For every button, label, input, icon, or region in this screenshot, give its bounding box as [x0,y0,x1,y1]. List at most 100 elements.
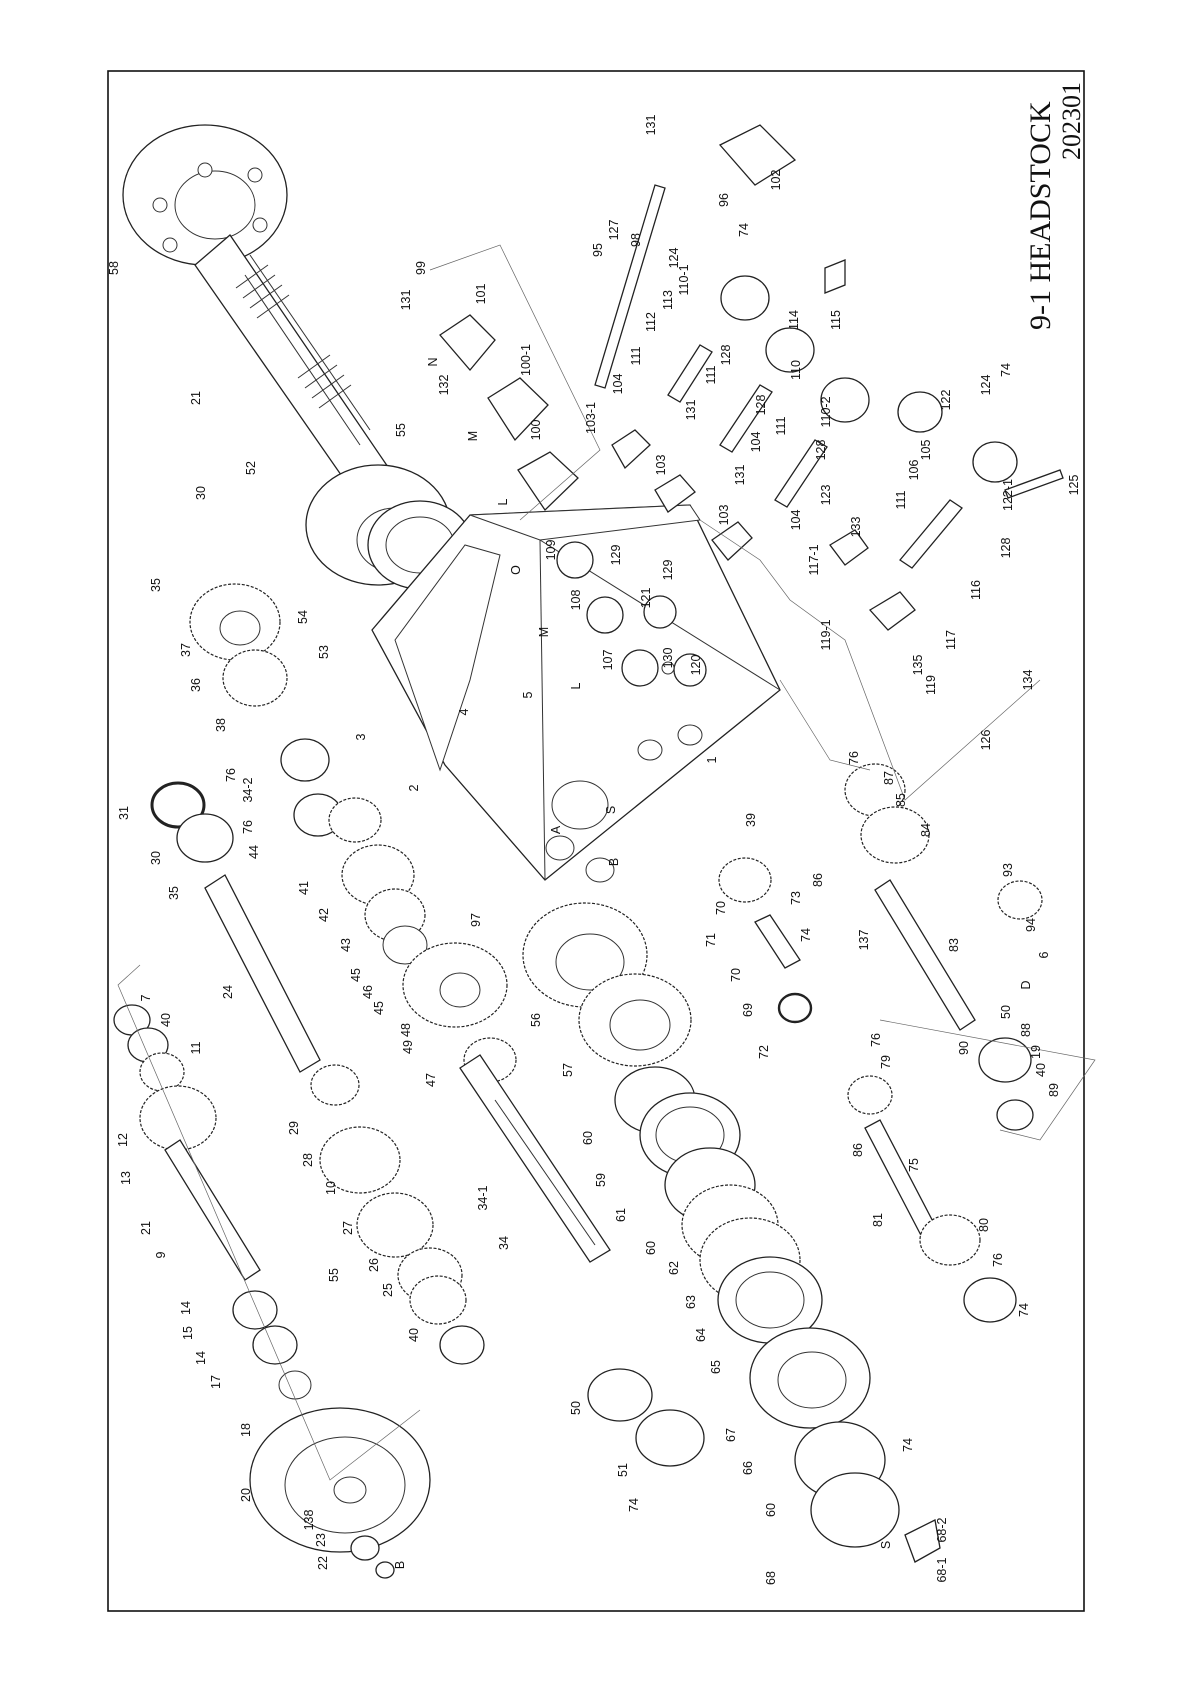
shaft-24 [204,874,321,1073]
drawing-frame [107,70,1085,1612]
part-callout: 124 [667,248,681,269]
part-callout: 15 [181,1326,195,1340]
selector-dial-121 [643,595,677,629]
drawing-title: 9-1 HEADSTOCK [1024,101,1057,330]
part-callout: 34 [497,1236,511,1250]
spindle-shaft [194,234,391,496]
part-callout: 74 [627,1498,641,1512]
part-callout: 137 [857,930,871,951]
part-callout: 51 [616,1463,630,1477]
part-callout: 104 [789,510,803,531]
part-callout: 104 [611,374,625,395]
part-callout: 39 [744,813,758,827]
part-callout: 24 [221,985,235,999]
part-callout: 98 [629,233,643,247]
part-callout: 67 [724,1428,738,1442]
arm-103 [654,474,696,513]
part-callout: 100-1 [519,344,533,376]
gear-84 [860,806,930,864]
part-callout: 14 [194,1351,208,1365]
part-callout: 60 [764,1503,778,1517]
input-shaft [150,781,360,1106]
part-callout: 21 [139,1221,153,1235]
part-callout: 83 [947,938,961,952]
bearing-14 [232,1290,278,1330]
cover-51 [635,1409,705,1467]
shaft-9 [164,1139,261,1281]
part-callout: 3 [354,733,368,740]
gear-41 [328,797,382,843]
part-callout: 76 [847,751,861,765]
part-callout: 12 [116,1133,130,1147]
part-callout: 62 [667,1261,681,1275]
part-callout: 43 [339,938,353,952]
part-callout: 84 [919,823,933,837]
part-callout: 108 [569,590,583,611]
part-callout: 37 [179,643,193,657]
selector-dial-107 [621,649,659,687]
shaft-104 [667,344,713,403]
part-callout: 117 [944,630,958,650]
part-callout: 23 [314,1533,328,1547]
part-callout: 96 [717,193,731,207]
part-callout: A [549,825,563,834]
spindle-thread [235,264,352,409]
part-callout: 22 [316,1556,330,1570]
part-callout: 76 [224,768,238,782]
part-callout: 29 [287,1121,301,1135]
housing-88 [978,1037,1032,1083]
part-callout: 9 [154,1251,168,1258]
cover-76 [963,1277,1017,1323]
part-callout: 76 [241,820,255,834]
gear-train-left [189,583,705,1467]
part-callout: 130 [661,648,675,669]
callout-labels: 58215230353736387634-2764441424345464548… [107,115,1081,1585]
part-callout: 124 [979,375,993,396]
part-callout: 115 [829,310,843,330]
gear-93 [997,880,1043,920]
part-callout: 131 [733,465,747,486]
part-callout: 6 [1037,951,1051,958]
spindle-flange-bore [174,170,256,240]
part-callout: 138 [302,1510,316,1531]
part-callout: 133 [849,517,863,538]
nut-68 [810,1472,900,1548]
part-callout: 13 [119,1171,133,1185]
part-callout: 50 [999,1005,1013,1019]
part-callout: L [496,498,510,505]
knob-110-2 [820,377,870,423]
part-callout: 49 [401,1040,415,1054]
part-callout: 63 [684,1295,698,1309]
gear-36 [222,649,288,707]
knob-110-1 [720,275,770,321]
part-callout: M [537,627,551,637]
knob-122 [897,391,943,433]
part-callout: 86 [811,873,825,887]
part-callout: 121 [639,588,653,609]
part-callout: B [607,858,621,866]
bearing-14b [252,1325,298,1365]
part-callout: 56 [529,1013,543,1027]
gear-80 [919,1214,981,1266]
part-callout: 131 [644,115,658,136]
part-callout: 50 [569,1401,583,1415]
part-callout: 93 [1001,863,1015,877]
gear-11 [139,1052,185,1092]
bearing-40b [439,1325,485,1365]
part-callout: 55 [327,1268,341,1282]
part-callout: 17 [209,1375,223,1389]
shaft-116 [899,499,963,569]
part-callout: 76 [869,1033,883,1047]
part-callout: 127 [607,220,621,241]
part-callout: 28 [301,1153,315,1167]
part-callout: 125 [1067,475,1081,496]
part-callout: 68 [764,1571,778,1585]
part-callout: 47 [424,1073,438,1087]
part-callout: 34-2 [241,777,255,802]
part-callout: 40 [1034,1063,1048,1077]
part-callout: 119-1 [819,619,833,650]
washer-138 [350,1535,380,1561]
gear-28 [319,1126,401,1194]
part-callout: 10 [324,1181,338,1195]
washer-23 [375,1561,395,1579]
